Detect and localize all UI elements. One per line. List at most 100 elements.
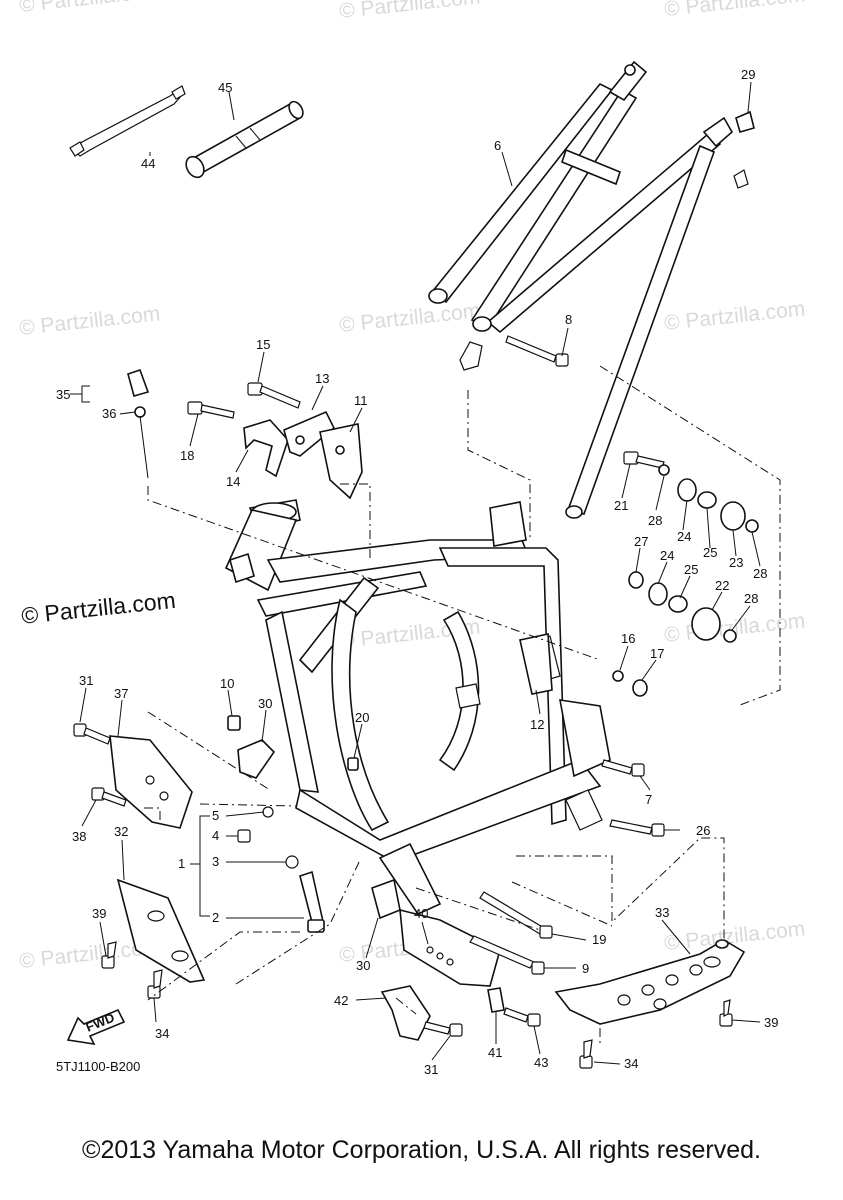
long-bolt-19 xyxy=(479,891,553,939)
watermark-text: © Partzilla.com xyxy=(338,299,481,337)
clamp-14 xyxy=(243,419,289,478)
callout-2: 2 xyxy=(212,910,219,925)
callout-25: 25 xyxy=(684,562,698,577)
callout-32: 32 xyxy=(114,824,128,839)
bolt-39-right xyxy=(719,999,733,1027)
copyright-notice: ©2013 Yamaha Motor Corporation, U.S.A. A… xyxy=(82,1136,761,1164)
callout-5: 5 xyxy=(212,808,219,823)
callout-28: 28 xyxy=(753,566,767,581)
callout-26: 26 xyxy=(696,823,710,838)
callout-21: 21 xyxy=(614,498,628,513)
collars-bushings xyxy=(612,464,759,697)
bolt-39-left xyxy=(101,941,117,969)
bolt-21 xyxy=(623,451,665,469)
callout-34: 34 xyxy=(155,1026,169,1041)
callout-8: 8 xyxy=(565,312,572,327)
bracket-30-lower xyxy=(371,878,401,920)
callout-22: 22 xyxy=(715,578,729,593)
callout-43: 43 xyxy=(534,1055,548,1070)
callout-6: 6 xyxy=(494,138,501,153)
callout-25: 25 xyxy=(703,545,717,560)
bolt-38 xyxy=(91,787,127,807)
callout-39: 39 xyxy=(92,906,106,921)
bracket-30-upper xyxy=(237,739,276,779)
rear-subframe xyxy=(428,60,749,519)
callout-labels: 44 45 6 29 8 15 13 11 35 36 18 14 21 28 … xyxy=(56,67,778,1077)
callout-12: 12 xyxy=(530,717,544,732)
bolt-15 xyxy=(247,382,301,409)
engine-mount-12 xyxy=(519,633,553,695)
watermark-text: © Partzilla.com xyxy=(18,0,161,17)
guard-37 xyxy=(109,735,193,829)
callout-27: 27 xyxy=(634,534,648,549)
watermark-text: © Partzilla.com xyxy=(663,0,806,21)
callout-14: 14 xyxy=(226,474,240,489)
callout-24: 24 xyxy=(677,529,691,544)
main-frame xyxy=(224,499,611,916)
callout-16: 16 xyxy=(621,631,635,646)
bolt-31-left xyxy=(73,723,111,745)
socket-wrench xyxy=(185,100,304,179)
bolt-34-left xyxy=(147,969,163,999)
callout-34: 34 xyxy=(624,1056,638,1071)
watermark-text: © Partzilla.com xyxy=(18,302,161,340)
callout-40: 40 xyxy=(414,906,428,921)
callout-41: 41 xyxy=(488,1045,502,1060)
callout-17: 17 xyxy=(650,646,664,661)
fwd-arrow-icon: FWD xyxy=(66,1008,126,1046)
bolt-31-lower xyxy=(423,1021,463,1037)
callout-28: 28 xyxy=(648,513,662,528)
watermark-text: © Partzilla.com xyxy=(663,297,806,335)
callout-7: 7 xyxy=(645,792,652,807)
collar-20 xyxy=(347,757,359,771)
callout-38: 38 xyxy=(72,829,86,844)
callout-23: 23 xyxy=(729,555,743,570)
callout-45: 45 xyxy=(218,80,232,95)
diagram-code: 5TJ1100-B200 xyxy=(56,1059,141,1074)
callout-35: 35 xyxy=(56,387,70,402)
plate-32 xyxy=(116,878,206,983)
callout-10: 10 xyxy=(220,676,234,691)
callout-37: 37 xyxy=(114,686,128,701)
callout-1: 1 xyxy=(178,856,185,871)
clamp-42 xyxy=(380,985,431,1041)
skid-plate-33 xyxy=(554,939,746,1025)
callout-4: 4 xyxy=(212,828,219,843)
bolt-8 xyxy=(505,335,569,367)
callout-44: 44 xyxy=(141,156,155,171)
callout-18: 18 xyxy=(180,448,194,463)
bolt-7 xyxy=(601,759,645,777)
leader-lines xyxy=(70,81,761,1065)
callout-30: 30 xyxy=(356,958,370,973)
callout-29: 29 xyxy=(741,67,755,82)
callout-3: 3 xyxy=(212,854,219,869)
breather-35 xyxy=(127,368,150,479)
callout-31: 31 xyxy=(79,673,93,688)
callout-28: 28 xyxy=(744,591,758,606)
bracket-11 xyxy=(319,423,363,500)
collar-10 xyxy=(227,715,241,731)
callout-13: 13 xyxy=(315,371,329,386)
callout-31: 31 xyxy=(424,1062,438,1077)
spanner-wrench xyxy=(69,85,186,157)
parts-1-to-5 xyxy=(237,806,325,933)
bolt-29 xyxy=(735,110,755,133)
callout-19: 19 xyxy=(592,932,606,947)
callout-11: 11 xyxy=(354,393,368,408)
assembly-lines xyxy=(144,365,781,1044)
long-bolt-9 xyxy=(469,935,545,975)
bolt-43 xyxy=(503,1007,541,1027)
bolt-34-right xyxy=(579,1039,593,1069)
watermark-text: © Partzilla.com xyxy=(338,0,481,23)
bolt-18 xyxy=(187,401,235,419)
bolt-26 xyxy=(609,819,665,837)
callout-39: 39 xyxy=(764,1015,778,1030)
callout-42: 42 xyxy=(334,993,348,1008)
callout-33: 33 xyxy=(655,905,669,920)
callout-15: 15 xyxy=(256,337,270,352)
callout-20: 20 xyxy=(355,710,369,725)
callout-30: 30 xyxy=(258,696,272,711)
callout-9: 9 xyxy=(582,961,589,976)
